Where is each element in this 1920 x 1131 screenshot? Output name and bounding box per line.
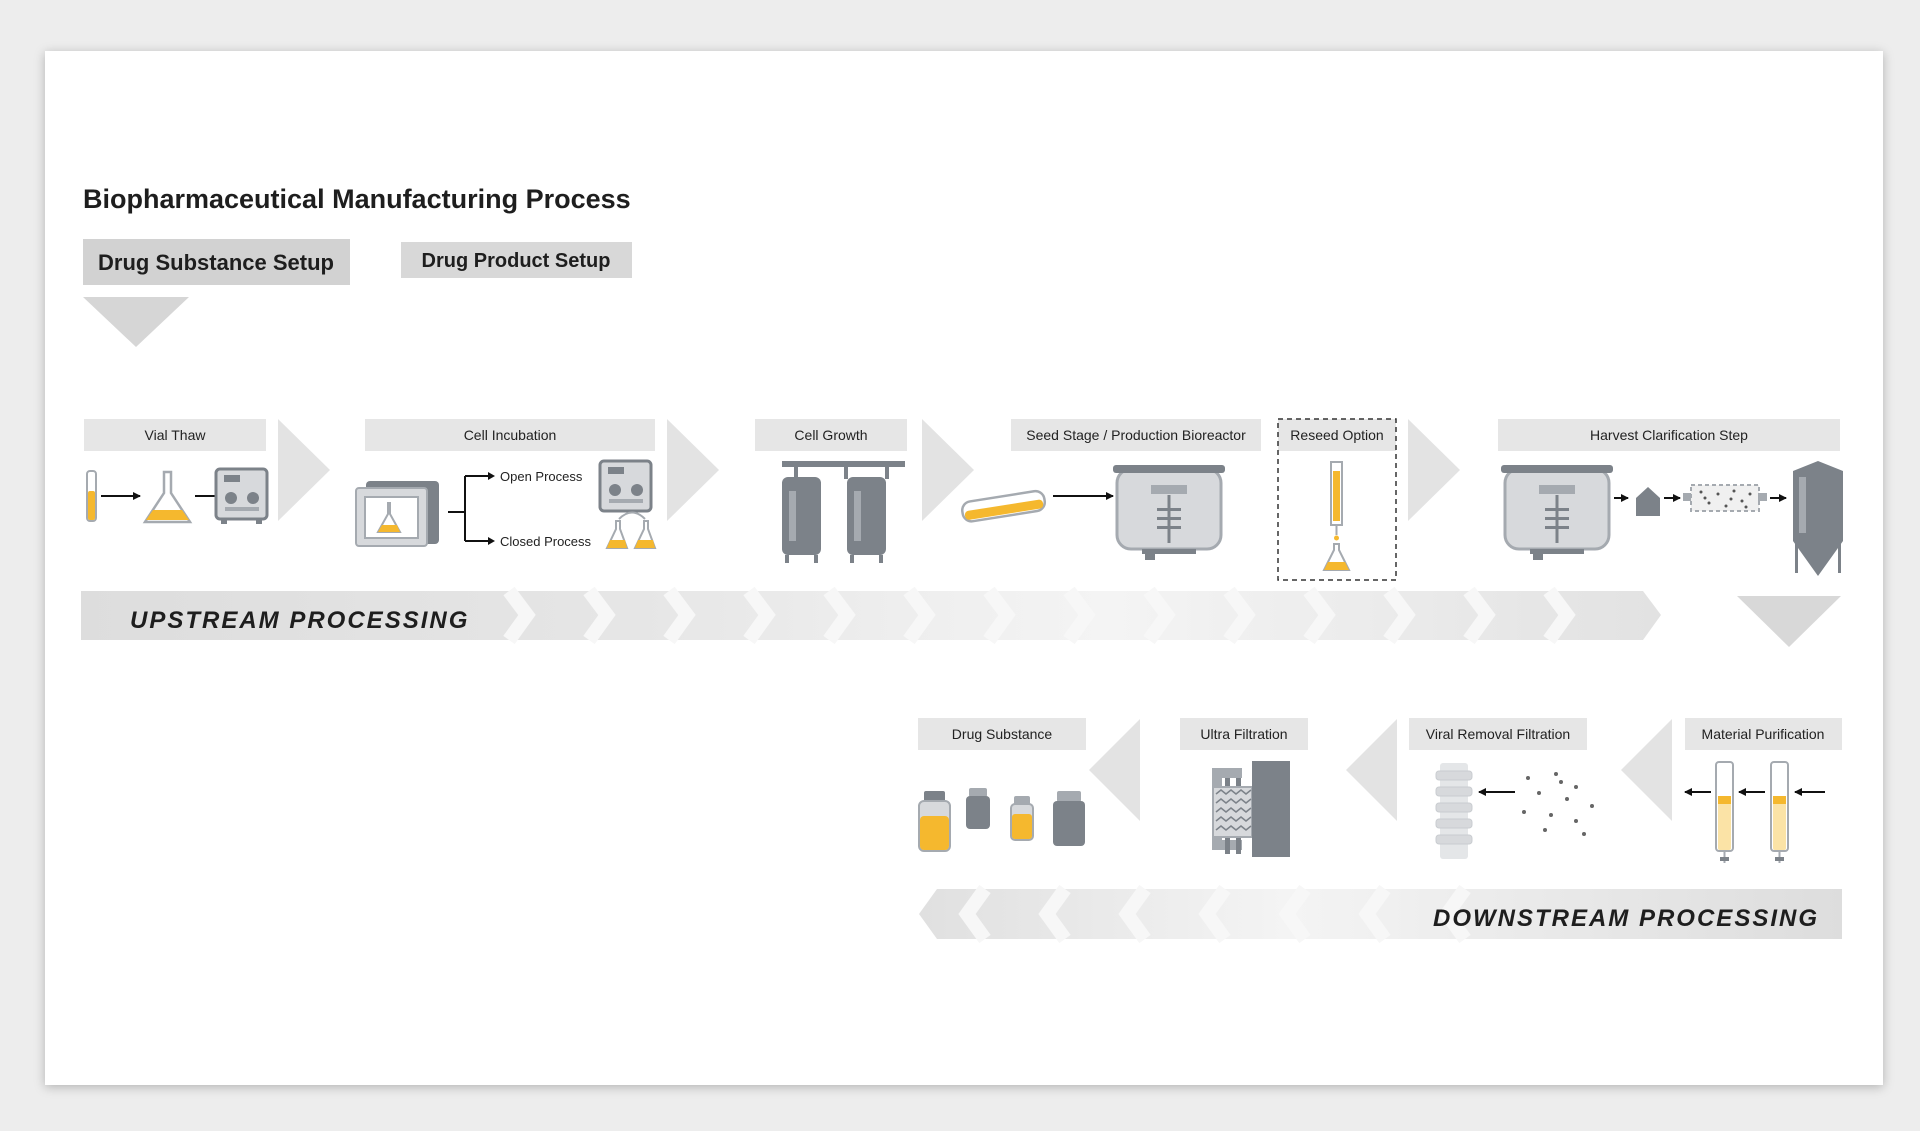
flask-pair-icon (605, 511, 657, 549)
diagram-card: Biopharmaceutical Manufacturing Process … (45, 51, 1883, 1085)
band-chevron (1063, 586, 1096, 645)
band-chevron (1278, 884, 1311, 944)
step-seed-stage-label: Seed Stage / Production Bioreactor (1026, 427, 1246, 443)
band-chevron (1463, 586, 1496, 645)
band-chevron (1383, 586, 1416, 645)
band-chevron (1438, 884, 1471, 944)
band-chevron (1038, 884, 1071, 944)
step-ultra-filtration: Ultra Filtration (1180, 718, 1308, 750)
flask-icon (142, 470, 193, 524)
drug-bottles-icon (918, 788, 1085, 852)
incubator-icon (355, 481, 439, 547)
upstream-band-label: UPSTREAM PROCESSING (130, 607, 469, 634)
page-title: Biopharmaceutical Manufacturing Process (83, 184, 631, 214)
step-viral-removal-filtration: Viral Removal Filtration (1409, 718, 1587, 750)
step-cell-incubation: Cell Incubation (365, 419, 655, 451)
band-chevron (743, 586, 776, 645)
step-cell-incubation-label: Cell Incubation (464, 427, 557, 443)
step-arrow-1 (278, 419, 330, 521)
tilted-tube-icon (961, 489, 1047, 523)
step-reseed-option-label: Reseed Option (1290, 427, 1383, 443)
band-chevron (583, 586, 616, 645)
open-process-label: Open Process (500, 469, 583, 484)
shaker-incubator-icon (214, 467, 269, 524)
process-diagram: Biopharmaceutical Manufacturing Process … (81, 184, 1843, 944)
purification-columns-icon (1684, 761, 1825, 863)
step-viral-removal-label: Viral Removal Filtration (1426, 726, 1570, 742)
step-harvest-clarification: Harvest Clarification Step (1498, 419, 1840, 451)
band-chevron (1198, 884, 1231, 944)
branch-arrowheads (488, 472, 495, 545)
tab-drug-substance-label: Drug Substance Setup (98, 250, 334, 275)
downstream-processing-band: DOWNSTREAM PROCESSING (919, 884, 1842, 944)
depth-filter-icon (1683, 484, 1767, 512)
step-seed-stage: Seed Stage / Production Bioreactor (1011, 419, 1261, 451)
shaker-incubator-icon (598, 459, 653, 513)
step-cell-growth-label: Cell Growth (794, 427, 867, 443)
active-tab-pointer (83, 297, 189, 347)
step-drug-substance-label: Drug Substance (952, 726, 1053, 742)
storage-silo-icon (1793, 461, 1843, 576)
upstream-processing-band: UPSTREAM PROCESSING (81, 586, 1661, 645)
step-arrow-3 (922, 419, 974, 521)
test-tube-icon (86, 470, 97, 522)
reseed-column-icon (1322, 461, 1351, 571)
ultra-filtration-unit-icon (1212, 761, 1290, 857)
step-vial-thaw-label: Vial Thaw (145, 427, 207, 443)
step-arrow-back-3 (1621, 719, 1672, 821)
production-bioreactor-icon (1113, 465, 1225, 560)
band-chevron (663, 586, 696, 645)
band-chevron (1223, 586, 1256, 645)
step-arrow-back-1 (1089, 719, 1140, 821)
band-chevron (823, 586, 856, 645)
step-ultra-filtration-label: Ultra Filtration (1200, 726, 1287, 742)
step-reseed-option: Reseed Option (1277, 418, 1397, 581)
step-arrow-2 (667, 419, 719, 521)
band-chevron (1118, 884, 1151, 944)
band-chevron (1303, 586, 1336, 645)
step-arrow-back-2 (1346, 719, 1397, 821)
virus-particles-icon (1522, 772, 1594, 836)
step-material-purification-label: Material Purification (1702, 726, 1825, 742)
step-vial-thaw: Vial Thaw (84, 419, 266, 451)
harvest-bioreactor-icon (1501, 465, 1613, 560)
tab-drug-substance-setup[interactable]: Drug Substance Setup (83, 239, 350, 285)
downstream-band-label: DOWNSTREAM PROCESSING (1433, 905, 1819, 932)
tab-drug-product-setup[interactable]: Drug Product Setup (401, 242, 632, 278)
band-chevron (503, 586, 536, 645)
step-drug-substance: Drug Substance (918, 718, 1086, 750)
band-chevron (1143, 586, 1176, 645)
step-cell-growth: Cell Growth (755, 419, 907, 451)
band-chevron (958, 884, 991, 944)
step-material-purification: Material Purification (1685, 718, 1842, 750)
band-chevron (1543, 586, 1576, 645)
closed-process-label: Closed Process (500, 534, 592, 549)
reseed-dashed-box (1277, 418, 1397, 581)
branch-connector (448, 475, 488, 542)
band-chevron (1358, 884, 1391, 944)
step-arrow-4 (1408, 419, 1460, 521)
band-chevron (903, 586, 936, 645)
turn-down-arrow (1737, 596, 1841, 647)
step-harvest-clarification-label: Harvest Clarification Step (1590, 427, 1748, 443)
viral-filter-cartridge-icon (1435, 763, 1473, 859)
band-chevron (983, 586, 1016, 645)
bioreactor-tanks-icon (782, 461, 905, 563)
centrifuge-icon (1636, 487, 1660, 516)
tab-drug-product-label: Drug Product Setup (422, 250, 611, 272)
